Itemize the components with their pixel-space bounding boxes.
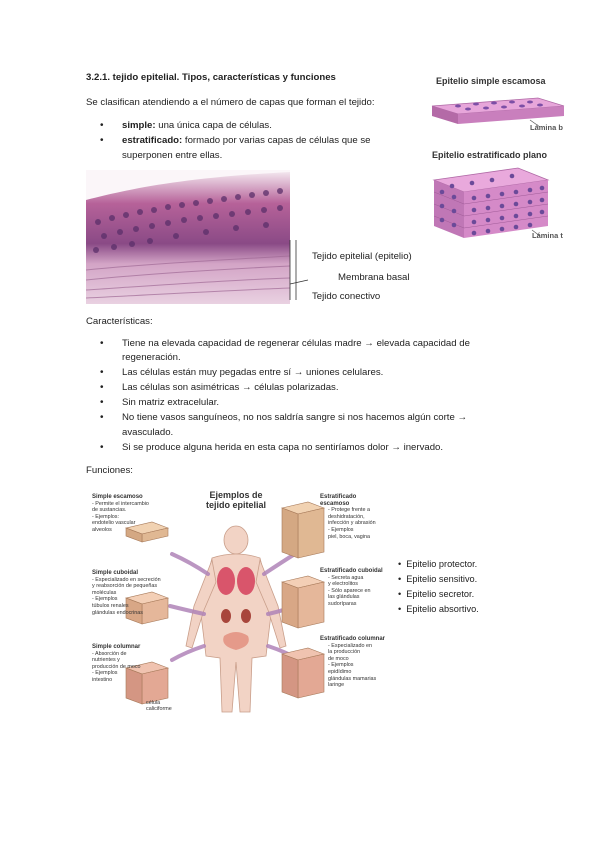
caract-item-4: Sin matriz extracelular.: [100, 396, 219, 410]
caption-estratificado-escamoso-title: Estratificado escamoso: [320, 494, 357, 507]
caption-estratificado-cuboidal-title: Estratificado cuboidal: [320, 568, 383, 574]
stratified-lamina-label: Lámina t: [532, 231, 563, 240]
caption-line: epidídimo: [328, 668, 352, 675]
caption-estratificado-cuboidal: Estratificado cuboidal - Secreta agua y …: [320, 568, 383, 608]
caption-line: - Sólo aparece en: [328, 587, 371, 594]
caption-line: - Especializado en: [328, 642, 373, 649]
funcion-item: Epitelio sensitivo.: [398, 572, 479, 587]
type-estratificado: estratificado: formado por varias capas …: [100, 134, 371, 148]
caption-simple-escamoso-title: Simple escamoso: [92, 494, 143, 500]
caption-line: piel, boca, vagina: [328, 533, 370, 540]
section-title: 3.2.1. tejido epitelial. Tipos, caracter…: [86, 72, 336, 83]
simple-squamous-lamina-label: Lámina b: [530, 123, 563, 132]
caption-line: laringe: [328, 682, 345, 689]
caption-line: - Ejemplos: [92, 670, 118, 677]
caption-line: célula: [146, 700, 161, 706]
caption-line: y electrolitos: [328, 581, 358, 588]
figure-illustration: [124, 501, 326, 713]
type-estratificado-desc: formado por varias capas de células que …: [182, 135, 371, 146]
epithelium-examples-figure: Ejemplos de tejido epitelial Simple esca…: [86, 486, 386, 716]
caption-simple-cuboidal: Simple cuboidal - Especializado en secre…: [92, 570, 161, 616]
funcion-item: Epitelio secretor.: [398, 587, 479, 602]
caption-line: y reabsorción de pequeñas: [92, 583, 158, 590]
funcion-item: Epitelio protector.: [398, 557, 479, 572]
caption-simple-escamoso: Simple escamoso - Permite el intercambio…: [92, 494, 149, 534]
caract-item-1: Tiene na elevada capacidad de regenerar …: [100, 337, 470, 351]
caption-line: endotelio vascular: [92, 520, 136, 527]
simple-squamous-diagram: [431, 97, 565, 128]
caption-line: sudoríparas: [328, 600, 357, 607]
caption-line: túbulos renales: [92, 602, 129, 609]
caption-celula-caliciforme: célula caliciforme: [146, 700, 172, 713]
stratified-title: Epitelio estratificado plano: [432, 150, 548, 160]
caption-line: - Especializado en secreción: [92, 576, 161, 583]
caption-line: producción de moco: [92, 663, 141, 670]
caption-line: deshidratación,: [328, 513, 365, 520]
caract-item-5-cont: avasculado.: [122, 427, 174, 438]
caption-line: - Ejemplos: [328, 662, 354, 669]
caption-line: de moco: [328, 655, 349, 662]
intro-text: Se clasifican atendiendo a el número de …: [86, 97, 375, 108]
caption-line: infección y abrasión: [328, 520, 376, 527]
label-membrana: Membrana basal: [338, 272, 410, 283]
caract-item-2: Las células están muy pegadas entre sí →…: [100, 366, 383, 380]
type-estratificado-term: estratificado:: [122, 135, 183, 146]
epithelium-micrograph: [86, 170, 290, 304]
caption-line: - Permite el intercambio: [92, 500, 149, 507]
type-estratificado-desc-2: superponen entre ellas.: [122, 150, 223, 161]
caract-item-6: Si se produce alguna herida en esta capa…: [100, 441, 443, 455]
simple-squamous-title: Epitelio simple escamosa: [436, 76, 546, 86]
funciones-heading: Funciones:: [86, 465, 133, 476]
caption-line: - Absorción de: [92, 650, 127, 657]
caption-line: moléculas: [92, 589, 117, 596]
caption-line: - Protege frente a: [328, 507, 370, 514]
figure-title: Ejemplos de tejido epitelial: [200, 490, 272, 510]
caption-line: caliciforme: [146, 706, 172, 713]
stratified-diagram: [432, 167, 550, 238]
caption-line: - Ejemplos: [92, 596, 118, 603]
label-conectivo: Tejido conectivo: [312, 291, 381, 302]
figure-title-line1: Ejemplos de: [209, 490, 263, 500]
caption-line: glándulas mamarias: [328, 675, 377, 682]
caract-item-5: No tiene vasos sanguíneos, no nos saldrí…: [100, 411, 467, 425]
micrograph-brackets: [289, 240, 309, 300]
caract-item-1-cont: regeneración.: [122, 352, 181, 363]
caption-estratificado-columnar: Estratificado columnar - Especializado e…: [320, 636, 385, 689]
caption-estratificado-escamoso: Estratificado escamoso - Protege frente …: [320, 494, 386, 540]
caption-line: nutrientes y: [92, 657, 120, 664]
caption-line: - Ejemplos:: [92, 513, 119, 520]
funcion-item: Epitelio absortivo.: [398, 602, 479, 617]
type-simple-desc: una única capa de células.: [155, 120, 272, 131]
figure-title-line2: tejido epitelial: [205, 500, 266, 510]
caption-line: - Secreta agua: [328, 574, 364, 581]
caract-item-3: Las células son asimétricas → células po…: [100, 381, 338, 395]
caption-simple-columnar: Simple columnar - Absorción de nutriente…: [92, 644, 141, 684]
caption-line: las glándulas: [328, 594, 360, 601]
caption-line: glándulas endocrinas: [92, 609, 143, 616]
caption-line: - Ejemplos: [328, 526, 354, 533]
caption-estratificado-columnar-title: Estratificado columnar: [320, 636, 386, 642]
caption-simple-columnar-title: Simple columnar: [92, 644, 141, 650]
caption-line: alveolos: [92, 526, 112, 533]
label-epitelio: Tejido epitelial (epitelio): [312, 251, 412, 262]
caption-line: de sustancias.: [92, 507, 127, 514]
type-simple-term: simple:: [122, 120, 156, 131]
caption-simple-cuboidal-title: Simple cuboidal: [92, 570, 139, 576]
caption-line: intestino: [92, 676, 113, 683]
caracteristicas-heading: Características:: [86, 316, 153, 327]
type-simple: simple: una única capa de células.: [100, 119, 272, 133]
funciones-list: Epitelio protector. Epitelio sensitivo. …: [398, 557, 479, 617]
caption-line: la producción: [328, 649, 361, 656]
